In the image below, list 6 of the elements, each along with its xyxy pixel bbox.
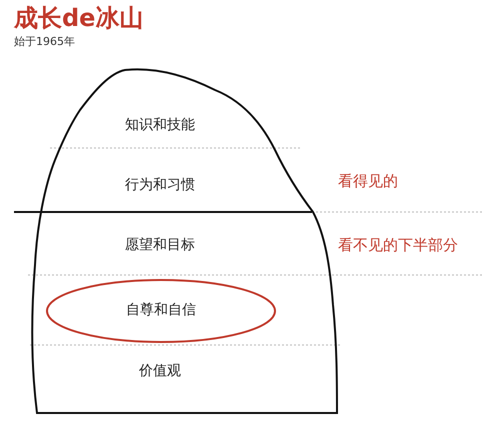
annotation-label: 看得见的 bbox=[338, 172, 398, 191]
layer-label: 自尊和自信 bbox=[125, 301, 197, 319]
annotation-label: 看不见的下半部分 bbox=[338, 236, 458, 255]
title: 成长de冰山 bbox=[14, 3, 144, 34]
highlight-ellipse bbox=[45, 278, 277, 344]
subtitle: 始于1965年 bbox=[14, 34, 75, 49]
